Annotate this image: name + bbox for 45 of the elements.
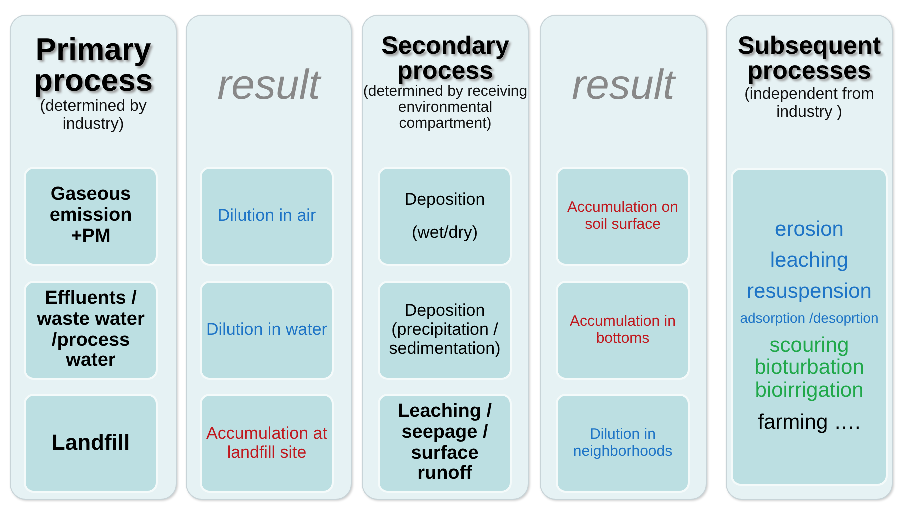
box-text: leaching [770,249,849,272]
process-column [540,15,707,500]
column-heading: Secondary process [380,34,510,84]
process-box [200,167,334,266]
process-box [556,281,690,380]
process-box [24,281,158,380]
column-subheading: (independent from industry ) [744,86,876,122]
process-box [731,168,888,486]
process-box [24,394,158,493]
box-text: Accumulation in bottoms [569,314,677,347]
process-box [378,394,512,493]
process-column [362,15,529,500]
process-box [200,394,334,493]
box-text: scouring bioturbation bioirrigation [754,334,866,403]
box-text: Dilution in air [218,207,316,226]
process-column [726,15,893,500]
column-subheading: (determined by industry) [39,98,148,134]
column-heading: Subsequent processes [736,34,882,84]
column-heading: result [572,62,675,108]
box-text: Dilution in water [206,321,328,340]
box-text: Leaching / seepage / surface runoff [397,402,493,486]
box-text: resuspension [747,280,872,304]
box-text: Deposition [404,190,486,210]
box-text: Effluents / waste water /process water [36,288,146,372]
box-text: (wet/dry) [412,224,478,242]
box-text: adsorption /desoprtion [740,311,879,327]
process-box [378,281,512,380]
box-text: Landfill [52,431,130,456]
process-column [10,15,177,500]
box-text: erosion [775,218,844,242]
process-box [200,281,334,380]
box-text: Deposition (precipitation / sedimentation) [388,302,502,359]
process-box [556,394,690,493]
process-column [186,15,352,500]
box-text: Accumulation at landfill site [206,424,328,462]
column-subheading: (determined by receiving environmental compartment) [363,84,528,132]
column-heading: result [218,62,320,108]
box-text: Gaseous emission +PM [48,185,134,248]
process-box [24,167,158,266]
box-text: Dilution in neighborhoods [572,427,674,460]
process-box [378,167,512,266]
process-box [556,167,690,266]
box-text: Accumulation on soil surface [566,200,680,233]
column-heading: Primary process [33,34,154,96]
box-text: farming …. [758,410,861,434]
